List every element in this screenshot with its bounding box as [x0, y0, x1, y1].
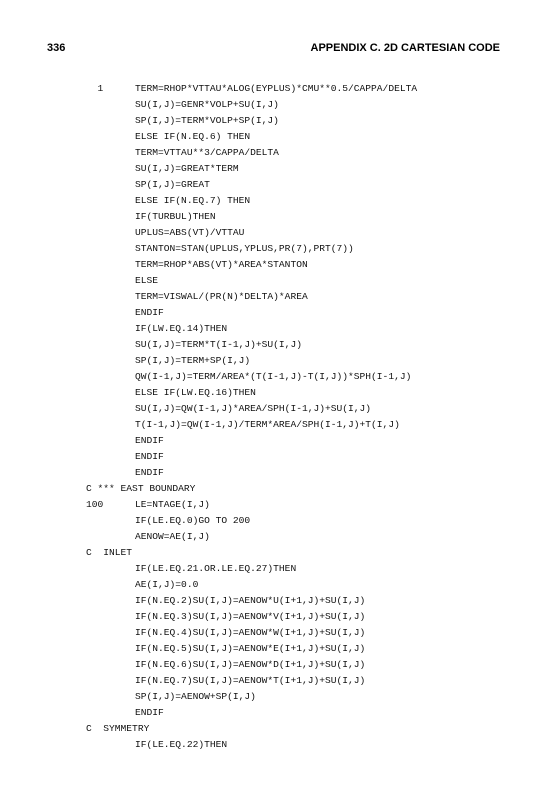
code-line: SU(I,J)=QW(I-1,J)*AREA/SPH(I-1,J)+SU(I,J…	[86, 401, 417, 417]
code-line: IF(TURBUL)THEN	[86, 209, 417, 225]
code-line: QW(I-1,J)=TERM/AREA*(T(I-1,J)-T(I,J))*SP…	[86, 369, 417, 385]
code-line: ELSE IF(N.EQ.6) THEN	[86, 129, 417, 145]
code-line: SP(I,J)=TERM+SP(I,J)	[86, 353, 417, 369]
code-line: ELSE IF(LW.EQ.16)THEN	[86, 385, 417, 401]
code-line: IF(N.EQ.5)SU(I,J)=AENOW*E(I+1,J)+SU(I,J)	[86, 641, 417, 657]
code-line: IF(LW.EQ.14)THEN	[86, 321, 417, 337]
code-line: TERM=VTTAU**3/CAPPA/DELTA	[86, 145, 417, 161]
page-header: 336 APPENDIX C. 2D CARTESIAN CODE	[47, 42, 500, 54]
code-line-text: IF(N.EQ.3)SU(I,J)=AENOW*V(I+1,J)+SU(I,J)	[135, 611, 366, 622]
code-line-label: C INLET	[86, 547, 133, 558]
code-line-text: ELSE IF(N.EQ.6) THEN	[135, 131, 251, 142]
code-line: SU(I,J)=GENR*VOLP+SU(I,J)	[86, 97, 417, 113]
code-line-text: AENOW=AE(I,J)	[135, 531, 210, 542]
code-line-text: TERM=RHOP*VTTAU*ALOG(EYPLUS)*CMU**0.5/CA…	[135, 83, 418, 94]
code-line-text: SP(I,J)=TERM+SP(I,J)	[135, 355, 251, 366]
code-line-text: QW(I-1,J)=TERM/AREA*(T(I-1,J)-T(I,J))*SP…	[135, 371, 412, 382]
code-line: IF(N.EQ.2)SU(I,J)=AENOW*U(I+1,J)+SU(I,J)	[86, 593, 417, 609]
code-line: 100 LE=NTAGE(I,J)	[86, 497, 417, 513]
code-line: ENDIF	[86, 449, 417, 465]
code-line-text: IF(N.EQ.2)SU(I,J)=AENOW*U(I+1,J)+SU(I,J)	[135, 595, 366, 606]
code-listing: 1 TERM=RHOP*VTTAU*ALOG(EYPLUS)*CMU**0.5/C…	[86, 81, 417, 753]
code-line-label: 100	[86, 499, 104, 510]
code-line: TERM=VISWAL/(PR(N)*DELTA)*AREA	[86, 289, 417, 305]
code-line: AE(I,J)=0.0	[86, 577, 417, 593]
page-number: 336	[47, 42, 66, 54]
code-line-text: ENDIF	[135, 467, 164, 478]
code-line: ELSE	[86, 273, 417, 289]
code-line-text: ENDIF	[135, 707, 164, 718]
code-line: TERM=RHOP*ABS(VT)*AREA*STANTON	[86, 257, 417, 273]
code-line: ENDIF	[86, 705, 417, 721]
code-line-text: TERM=VTTAU**3/CAPPA/DELTA	[135, 147, 279, 158]
code-line-text: SU(I,J)=GREAT*TERM	[135, 163, 239, 174]
code-line-text: ENDIF	[135, 451, 164, 462]
code-line-text: TERM=RHOP*ABS(VT)*AREA*STANTON	[135, 259, 308, 270]
code-line: AENOW=AE(I,J)	[86, 529, 417, 545]
code-line: IF(N.EQ.3)SU(I,J)=AENOW*V(I+1,J)+SU(I,J)	[86, 609, 417, 625]
code-line: SU(I,J)=GREAT*TERM	[86, 161, 417, 177]
code-line: T(I-1,J)=QW(I-1,J)/TERM*AREA/SPH(I-1,J)+…	[86, 417, 417, 433]
code-line: ELSE IF(N.EQ.7) THEN	[86, 193, 417, 209]
code-line-text: LE=NTAGE(I,J)	[135, 499, 210, 510]
code-line-text: TERM=VISWAL/(PR(N)*DELTA)*AREA	[135, 291, 308, 302]
code-line: IF(N.EQ.6)SU(I,J)=AENOW*D(I+1,J)+SU(I,J)	[86, 657, 417, 673]
code-line-text: SU(I,J)=QW(I-1,J)*AREA/SPH(I-1,J)+SU(I,J…	[135, 403, 372, 414]
code-line-text: ENDIF	[135, 307, 164, 318]
code-line: UPLUS=ABS(VT)/VTTAU	[86, 225, 417, 241]
code-line: C *** EAST BOUNDARY	[86, 481, 417, 497]
code-line-text: ELSE	[135, 275, 159, 286]
code-line-text: SP(I,J)=TERM*VOLP+SP(I,J)	[135, 115, 279, 126]
running-title: APPENDIX C. 2D CARTESIAN CODE	[310, 42, 500, 54]
code-line: SU(I,J)=TERM*T(I-1,J)+SU(I,J)	[86, 337, 417, 353]
code-line-text: STANTON=STAN(UPLUS,YPLUS,PR(7),PRT(7))	[135, 243, 354, 254]
code-line-text: ELSE IF(LW.EQ.16)THEN	[135, 387, 256, 398]
code-line-text: SP(I,J)=GREAT	[135, 179, 210, 190]
code-line-text: IF(LE.EQ.0)GO TO 200	[135, 515, 251, 526]
code-line: IF(LE.EQ.21.OR.LE.EQ.27)THEN	[86, 561, 417, 577]
code-line-text: IF(TURBUL)THEN	[135, 211, 216, 222]
code-line-text: AE(I,J)=0.0	[135, 579, 199, 590]
code-line: C INLET	[86, 545, 417, 561]
code-line: IF(LE.EQ.0)GO TO 200	[86, 513, 417, 529]
code-line: ENDIF	[86, 433, 417, 449]
code-line: IF(N.EQ.4)SU(I,J)=AENOW*W(I+1,J)+SU(I,J)	[86, 625, 417, 641]
code-line: IF(LE.EQ.22)THEN	[86, 737, 417, 753]
code-line-text: IF(LE.EQ.22)THEN	[135, 739, 228, 750]
code-line-text: SP(I,J)=AENOW+SP(I,J)	[135, 691, 256, 702]
code-line-text: SU(I,J)=TERM*T(I-1,J)+SU(I,J)	[135, 339, 302, 350]
code-line-text: IF(N.EQ.4)SU(I,J)=AENOW*W(I+1,J)+SU(I,J)	[135, 627, 366, 638]
code-line-text: IF(LW.EQ.14)THEN	[135, 323, 228, 334]
code-line-label: C *** EAST BOUNDARY	[86, 483, 196, 494]
code-line-text: IF(LE.EQ.21.OR.LE.EQ.27)THEN	[135, 563, 297, 574]
code-line-text: ENDIF	[135, 435, 164, 446]
code-line-label: 1	[86, 83, 104, 94]
code-line: SP(I,J)=AENOW+SP(I,J)	[86, 689, 417, 705]
code-line-label: C SYMMETRY	[86, 723, 150, 734]
code-line-text: IF(N.EQ.5)SU(I,J)=AENOW*E(I+1,J)+SU(I,J)	[135, 643, 366, 654]
code-line-text: SU(I,J)=GENR*VOLP+SU(I,J)	[135, 99, 279, 110]
code-line-text: UPLUS=ABS(VT)/VTTAU	[135, 227, 245, 238]
code-line-text: T(I-1,J)=QW(I-1,J)/TERM*AREA/SPH(I-1,J)+…	[135, 419, 400, 430]
code-line: IF(N.EQ.7)SU(I,J)=AENOW*T(I+1,J)+SU(I,J)	[86, 673, 417, 689]
code-line: SP(I,J)=TERM*VOLP+SP(I,J)	[86, 113, 417, 129]
code-line: SP(I,J)=GREAT	[86, 177, 417, 193]
code-line: C SYMMETRY	[86, 721, 417, 737]
code-line: STANTON=STAN(UPLUS,YPLUS,PR(7),PRT(7))	[86, 241, 417, 257]
code-line: ENDIF	[86, 465, 417, 481]
code-line-text: IF(N.EQ.7)SU(I,J)=AENOW*T(I+1,J)+SU(I,J)	[135, 675, 366, 686]
code-line-text: ELSE IF(N.EQ.7) THEN	[135, 195, 251, 206]
code-line: ENDIF	[86, 305, 417, 321]
code-line: 1 TERM=RHOP*VTTAU*ALOG(EYPLUS)*CMU**0.5/C…	[86, 81, 418, 97]
code-line-text: IF(N.EQ.6)SU(I,J)=AENOW*D(I+1,J)+SU(I,J)	[135, 659, 366, 670]
